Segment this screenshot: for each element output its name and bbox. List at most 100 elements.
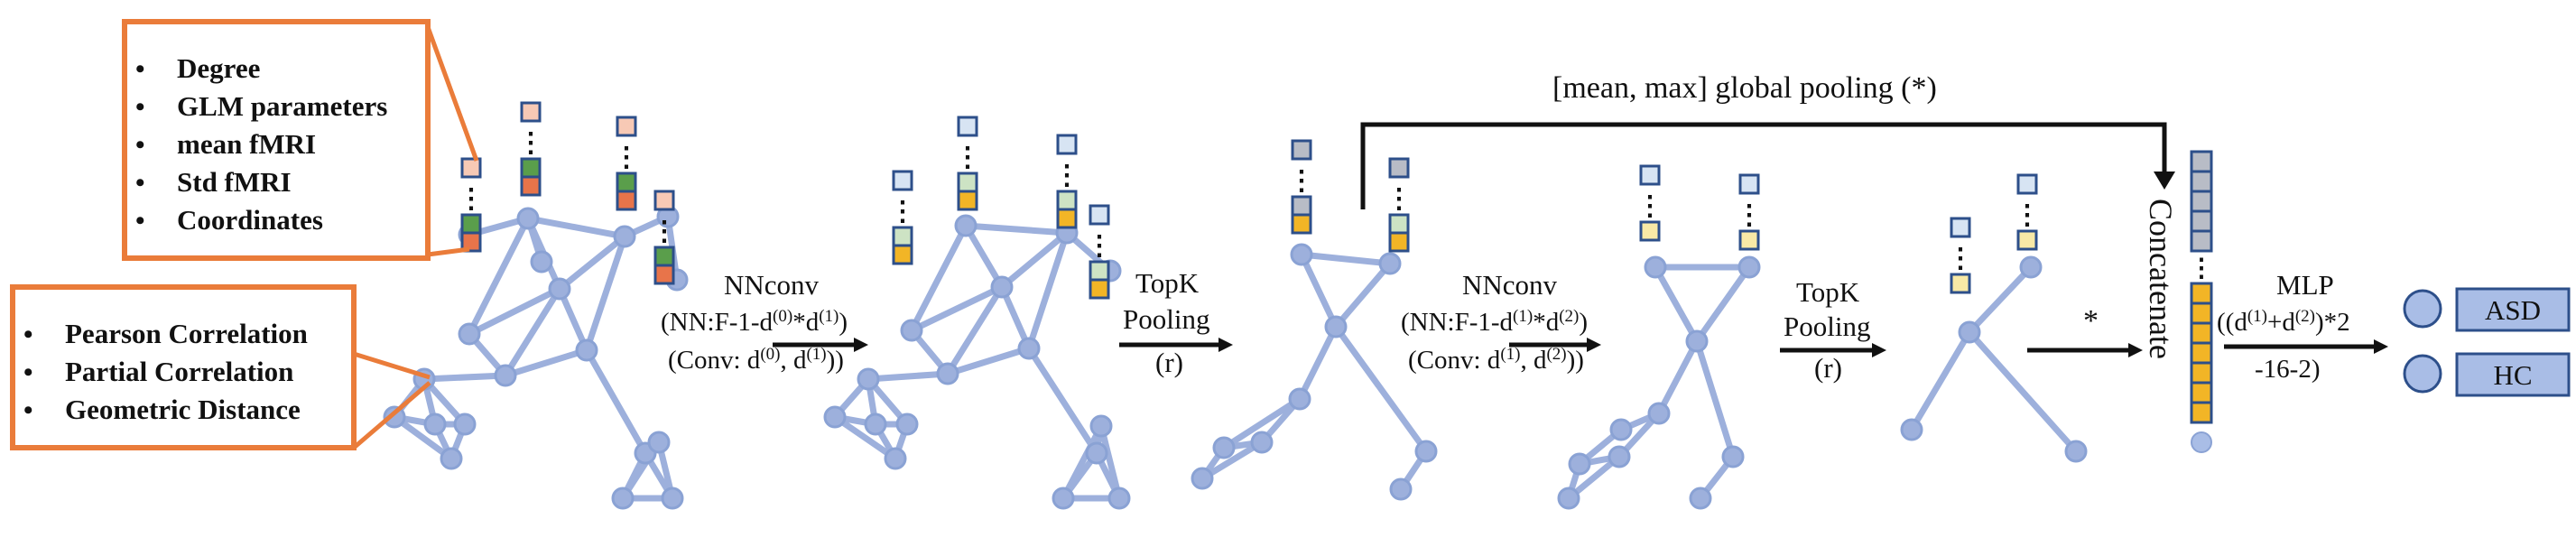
concat-vector-cell (2190, 381, 2213, 404)
conv1-graph-node (823, 405, 847, 429)
conv1-graph-edge (962, 222, 1005, 291)
input-graph-node (530, 250, 553, 274)
input-graph-feature-square (460, 213, 482, 235)
conv1-graph-feature-square (957, 116, 978, 137)
mlp-line2: -16-2) (2255, 355, 2320, 384)
pool1-graph-feature-square (1291, 195, 1312, 217)
input-graph-node (440, 447, 463, 470)
node-feature-glm: GLM parameters (177, 90, 387, 122)
pool2-graph-feature-square (2016, 229, 2038, 251)
pool1-graph-node (1212, 436, 1236, 459)
input-graph-node (647, 431, 671, 454)
pool1-graph-edge (1298, 251, 1339, 330)
callout-pointer-line (352, 381, 431, 450)
concat-vector-cell (2190, 150, 2213, 173)
input-graph-edge (391, 413, 455, 462)
conv1-graph-node (1017, 337, 1041, 360)
topk1-line2: Pooling (1123, 303, 1209, 335)
pool1-graph-edge (1298, 251, 1394, 267)
concat-vector-cell (2190, 361, 2213, 385)
conv1-graph-node (1089, 414, 1113, 438)
conv1-graph-edge (831, 413, 899, 462)
nnconv2-nn-line: (NN:F-1-d(1)*d(2)) (1401, 307, 1588, 338)
bullet: • (23, 357, 33, 387)
pool2-graph-node (2019, 255, 2043, 279)
callout-pointer-line (353, 351, 431, 380)
ellipsis: ⋮ (458, 184, 485, 214)
topk1-line1: TopK (1135, 267, 1200, 299)
conv2-graph-node (1568, 452, 1591, 476)
bullet: • (23, 395, 33, 425)
skip-connection-line (1360, 122, 2167, 209)
input-graph-node (453, 413, 477, 436)
conv1-graph-node (864, 413, 887, 436)
ellipsis: ⋮ (1053, 161, 1080, 190)
conv1-graph-feature-square (892, 226, 913, 247)
nnconv1-title: NNconv (724, 269, 820, 301)
edge-feature-partial: Partial Correlation (65, 356, 293, 387)
input-graph-edge (556, 233, 628, 292)
conv1-graph-feature-square (1089, 278, 1110, 300)
conv1-graph-node (1085, 441, 1108, 465)
input-graph-node (611, 487, 635, 510)
pool2-graph-feature-square (1950, 273, 1971, 294)
topk-block-2: TopK Pooling (r) (1780, 276, 1886, 384)
conv2-graph-node (1737, 255, 1761, 279)
conv1-graph-edge (865, 370, 951, 383)
conv1-graph-edge (1060, 422, 1105, 502)
concat-vector-cell (2190, 209, 2213, 233)
conv1-graph-edge (1025, 345, 1100, 457)
conv1-graph-feature-square (957, 190, 978, 211)
conv2-graph-edge (1655, 338, 1700, 417)
input-graph-feature-square (653, 264, 675, 285)
conv1-graph-edge (1025, 229, 1070, 352)
conv1-graph-feature-square (957, 172, 978, 193)
node-feature-callout: • Degree • GLM parameters • mean fMRI • … (122, 19, 479, 261)
arrow-head (854, 338, 868, 352)
concat-vector-cell (2190, 341, 2213, 365)
conv1-graph-node (1052, 487, 1075, 510)
conv1-graph-node (1107, 487, 1131, 510)
output-label-hc: HC (2493, 359, 2532, 391)
pool1-graph-edge (1296, 323, 1339, 403)
input-graph-edge (466, 285, 563, 338)
bullet: • (135, 54, 145, 84)
conv1-graph-edge (908, 222, 969, 334)
conv1-graph-edge (998, 229, 1070, 291)
pool1-graph-feature-square (1388, 157, 1410, 179)
concat-extra-node (2191, 431, 2212, 453)
input-graph-feature-square (520, 175, 542, 197)
input-graph-feature-square (460, 231, 482, 253)
conv2-graph-node (1557, 487, 1580, 510)
ellipsis: ⋮ (1086, 231, 1113, 261)
conv1-graph-node (954, 214, 978, 237)
topk-block-1: TopK Pooling (r) (1119, 267, 1233, 378)
pool1-graph-node (1378, 252, 1402, 275)
input-graph-node (575, 338, 598, 362)
pool1-graph-feature-square (1291, 139, 1312, 161)
conv2-graph-node (1608, 445, 1631, 468)
pool1-graph-edge (1332, 260, 1394, 330)
concatenate-label: Concatenate (2143, 199, 2179, 359)
input-graph-feature-square (653, 190, 675, 211)
bullet: • (135, 206, 145, 236)
input-graph-node (548, 277, 571, 301)
concat-vector-cell (2190, 301, 2213, 325)
input-graph-feature-square (616, 172, 637, 193)
pool2-graph-feature-square (1950, 217, 1971, 238)
node-feature-box (122, 19, 431, 261)
callout-pointer-line (425, 26, 479, 162)
pool2-graph-node (2064, 440, 2088, 463)
pool1-graph-node (1324, 315, 1348, 338)
pool1-graph-node (1389, 477, 1413, 501)
pool2-graph-feature-square (2016, 173, 2038, 195)
conv1-graph-node (895, 413, 919, 436)
conv1-graph-feature-square (1089, 260, 1110, 282)
callout-pointer-line (427, 246, 470, 257)
pool1-graph-node (1290, 243, 1313, 266)
conv2-graph-feature-square (1639, 220, 1661, 242)
conv2-graph-edge (1693, 264, 1753, 345)
node-feature-std-fmri: Std fMRI (177, 166, 292, 198)
ellipsis: ⋮ (954, 143, 981, 172)
pool1-graph-feature-square (1388, 231, 1410, 253)
